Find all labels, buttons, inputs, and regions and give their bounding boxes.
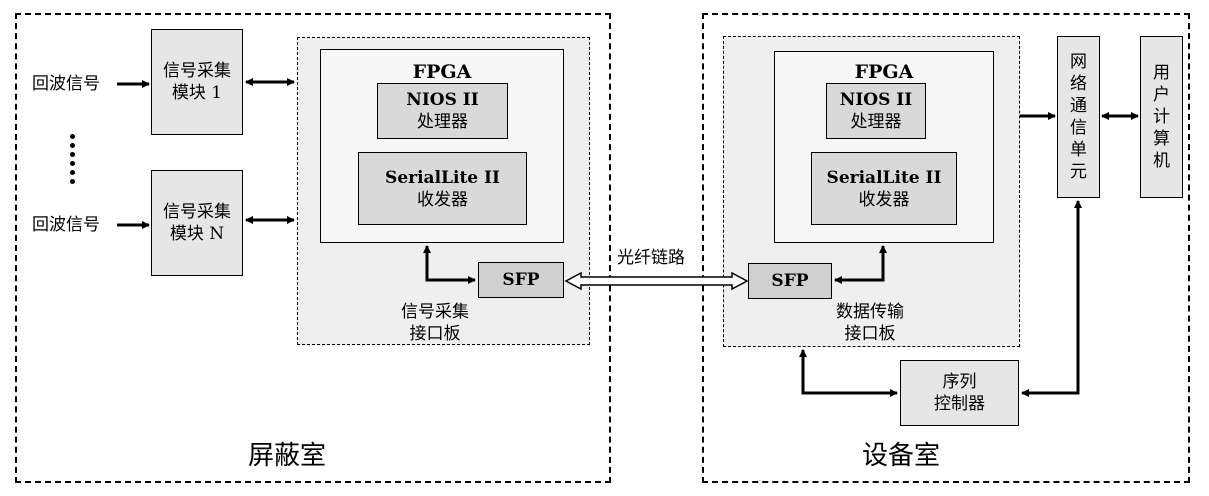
acquisition-module-1: 信号采集 模块 1 [151, 29, 243, 135]
network-communication-unit: 网 络 通 信 单 元 [1057, 36, 1100, 198]
right-serial-sub: 收发器 [858, 189, 910, 210]
right-nios-processor: NIOS II 处理器 [826, 83, 926, 139]
left-serial-label: SerialLite II [385, 167, 500, 188]
left-fpga-sfp-link [423, 245, 476, 284]
right-sfp: SFP [748, 263, 832, 299]
right-serial-label: SerialLite II [826, 167, 942, 188]
right-board-label: 数据传输 接口板 [836, 302, 904, 344]
network-sequence-link [1021, 200, 1082, 397]
left-board-label: 信号采集 接口板 [401, 302, 469, 344]
left-serial-sub: 收发器 [417, 189, 468, 210]
fiber-link-label: 光纤链路 [617, 248, 685, 268]
echo-signal-label-1: 回波信号 [32, 74, 100, 94]
left-nios-sub: 处理器 [417, 112, 468, 132]
board-sequence-link [799, 349, 898, 397]
echo-signal-label-n: 回波信号 [32, 215, 100, 235]
fiber-link-arrow [564, 271, 749, 291]
left-nios-label: NIOS II [406, 90, 479, 110]
right-seriallite-transceiver: SerialLite II 收发器 [811, 152, 957, 225]
left-fpga-label: FPGA [412, 61, 472, 83]
right-nios-sub: 处理器 [850, 112, 902, 132]
shield-room-title: 屏蔽室 [248, 441, 327, 471]
equipment-room-title: 设备室 [862, 441, 941, 471]
left-sfp: SFP [478, 262, 564, 298]
right-fpga-label: FPGA [854, 61, 914, 83]
right-fpga-sfp-link [834, 245, 887, 284]
acquisition-module-n: 信号采集 模块 N [151, 170, 243, 276]
left-seriallite-transceiver: SerialLite II 收发器 [358, 152, 527, 225]
sequence-controller: 序列 控制器 [900, 360, 1019, 426]
right-nios-label: NIOS II [839, 90, 913, 110]
user-computer: 用 户 计 算 机 [1140, 36, 1183, 198]
ellipsis-dots [68, 132, 76, 186]
left-nios-processor: NIOS II 处理器 [377, 83, 508, 139]
